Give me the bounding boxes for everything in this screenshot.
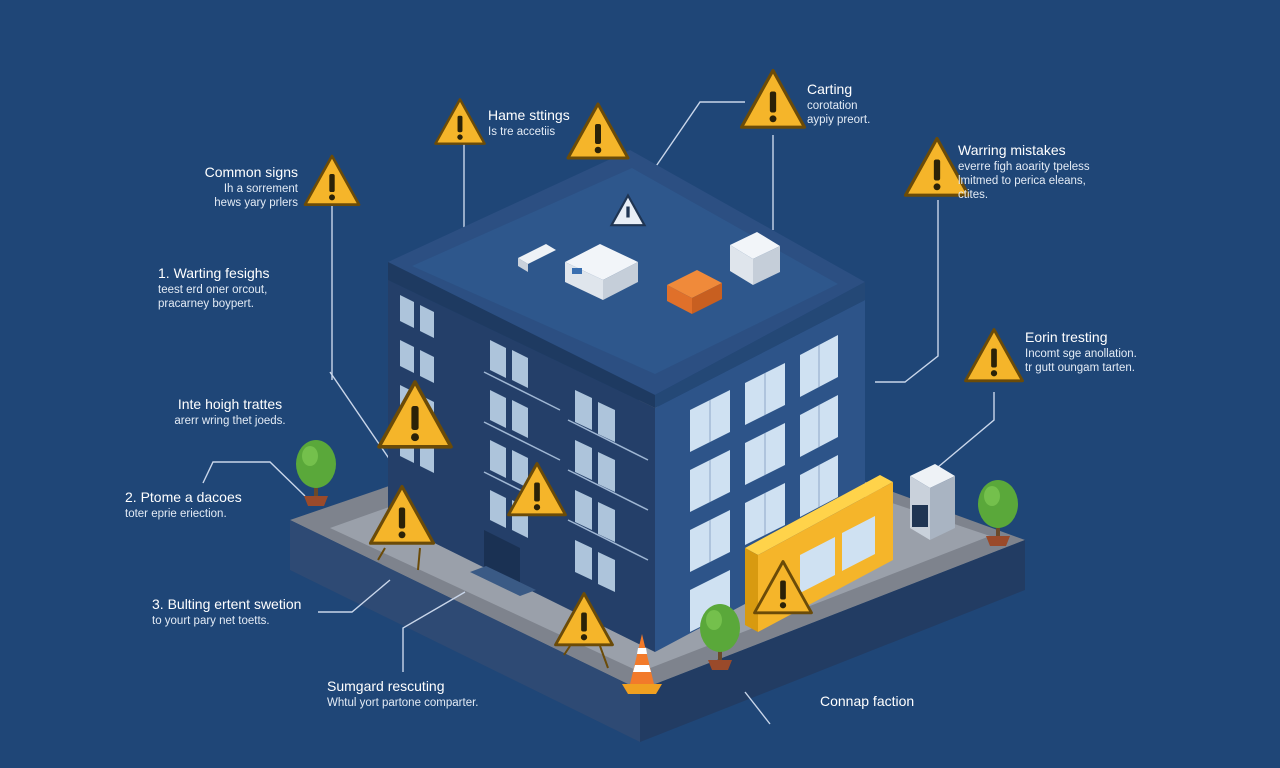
label-warting-fesighs: 1. Warting fesighs teest erd oner orcout… [158,265,308,311]
label-ptome-a-dacoes: 2. Ptome a dacoes toter eprie eriection. [125,489,275,521]
label-title: Eorin tresting [1025,329,1108,345]
label-hame-stings: Hame sttings Is tre accetiis [488,107,598,139]
warning-sign-icon [434,98,486,145]
label-line: ctites. [958,189,989,202]
label-title: Hame sttings [488,107,570,123]
label-line: Incomt sge anollation. [1025,347,1137,360]
label-line: pracarney boypert. [158,297,254,310]
label-inte-hoigh: Inte hoigh trattes arerr wring thet joed… [155,396,305,428]
label-title: Sumgard rescuting [327,678,445,694]
label-line: Is tre accetiis [488,125,556,138]
label-connap-faction: Connap faction [820,693,950,711]
rooftop-unit-icon [518,232,780,314]
label-title: 1. Warting fesighs [158,265,270,281]
label-line: arerr wring thet joeds. [174,414,286,427]
label-title: Common signs [204,164,298,180]
label-line: toter eprie eriection. [125,507,227,520]
label-common-signs: Common signs Ih a sorrement hews yary pr… [150,164,298,210]
label-bulting-ertent: 3. Bulting ertent swetion to yourt pary … [152,596,322,628]
label-line: corotation [807,99,858,112]
label-line: Ih a sorrement [223,182,298,195]
label-title: Carting [807,81,853,97]
label-line: aypiy preort. [807,113,871,126]
tree-icon [296,440,336,506]
label-line: everre figh aoarity tpeless [958,160,1090,173]
warning-sign-icon [609,193,647,227]
label-carting: Carting corotation aypiy preort. [807,81,917,127]
warning-sign-icon [303,154,361,206]
label-title: 2. Ptome a dacoes [125,489,242,505]
label-line: tr gutt oungam tarten. [1025,361,1135,374]
label-line: hews yary prlers [214,196,298,209]
warning-sign-icon [964,328,1024,383]
label-line: to yourt pary net toetts. [152,614,270,627]
warning-sign-icon [739,68,807,129]
label-sumgard-rescuting: Sumgard rescuting Whtul yort partone com… [327,678,517,710]
label-title: Inte hoigh trattes [177,396,283,412]
label-line: teest erd oner orcout, [158,283,268,296]
label-title: Warring mistakes [958,142,1066,158]
label-title: 3. Bulting ertent swetion [152,596,302,612]
label-earin-tresting: Eorin tresting Incomt sge anollation. tr… [1025,329,1175,375]
traffic-cone-icon [622,634,662,694]
label-warring-mistakes: Warring mistakes everre figh aoarity tpe… [958,142,1128,203]
utility-unit-icon [910,464,955,540]
label-line: lmitmed to perica eleans, [958,174,1086,187]
label-title: Connap faction [820,693,915,709]
connector-lines [202,101,995,725]
label-line: Whtul yort partone comparter. [327,696,479,709]
